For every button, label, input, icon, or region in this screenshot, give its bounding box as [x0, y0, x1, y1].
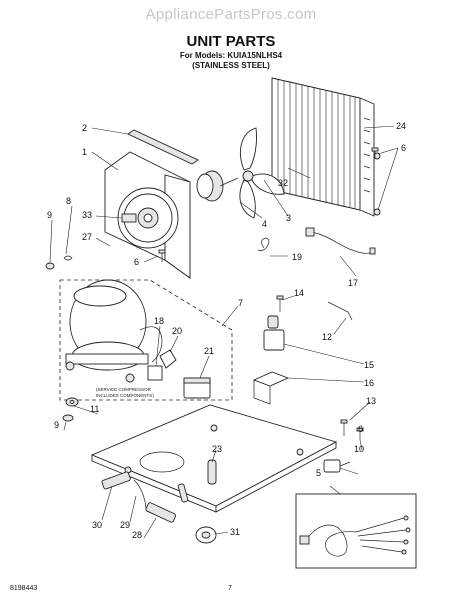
callout-23: 23	[212, 444, 222, 454]
watermark: AppliancePartsPros.com	[145, 6, 317, 23]
page-title: UNIT PARTS	[186, 33, 276, 50]
compressor-note-1: (SERVICE COMPRESSOR	[96, 387, 152, 392]
callout-9-top: 9	[47, 210, 52, 220]
callout-13: 13	[366, 396, 376, 406]
callouts: 2 1 24 6 32 3 4 8 9 33 27 6 19 17 7 18 2…	[47, 121, 406, 540]
document-number: 8198443	[10, 585, 38, 592]
wire-harness-17	[305, 227, 376, 255]
clip-8	[63, 255, 73, 261]
thermostat-15	[263, 315, 285, 351]
bracket-16	[252, 371, 290, 405]
screw-13	[340, 419, 348, 436]
callout-10: 10	[354, 444, 364, 454]
callout-8: 8	[66, 196, 71, 206]
grommet-11	[65, 397, 79, 407]
page-number: 7	[228, 585, 232, 592]
callout-2: 2	[82, 123, 87, 133]
callout-9-bottom: 9	[54, 420, 59, 430]
fan-shroud	[104, 151, 191, 279]
models-caption: For Models: KUIA15NLHS4 (STAINLESS STEEL…	[120, 51, 342, 71]
relay-18	[147, 365, 163, 381]
callout-33: 33	[82, 210, 92, 220]
leader-lines	[49, 125, 399, 539]
shroud-gasket	[127, 129, 199, 165]
wheel-31	[195, 526, 217, 544]
callout-5: 5	[316, 468, 321, 478]
switch-10	[323, 459, 351, 473]
callout-6-fan: 6	[134, 257, 139, 267]
condenser-coil	[271, 77, 381, 217]
power-cord-5	[295, 493, 417, 569]
callout-29: 29	[120, 520, 130, 530]
callout-24: 24	[396, 121, 406, 131]
fan-blade	[239, 127, 285, 219]
callout-7: 7	[238, 298, 243, 308]
models-line: For Models: KUIA15NLHS4	[179, 51, 283, 60]
callout-30: 30	[92, 520, 102, 530]
callout-14: 14	[294, 288, 304, 298]
callout-1: 1	[82, 147, 87, 157]
overload-20	[159, 349, 177, 369]
callout-27: 27	[82, 232, 92, 242]
tube-12	[327, 301, 353, 321]
callout-11: 11	[90, 404, 99, 414]
callout-15: 15	[364, 360, 374, 370]
callout-19: 19	[292, 252, 302, 262]
callout-4: 4	[262, 219, 267, 229]
clamp-19	[257, 237, 270, 252]
screw-6-coil	[371, 147, 379, 158]
screw-14	[276, 295, 284, 312]
callout-12: 12	[322, 332, 332, 342]
callout-6-coil: 6	[401, 143, 406, 153]
screw-6-fan	[158, 249, 166, 262]
callout-20: 20	[172, 326, 182, 336]
finish-line: (STAINLESS STEEL)	[192, 61, 270, 70]
fan-motor	[196, 170, 239, 202]
screw-6-base	[356, 427, 364, 440]
callout-18: 18	[154, 316, 164, 326]
callout-6-base: 6	[358, 424, 363, 434]
callout-31: 31	[230, 527, 240, 537]
callout-3: 3	[286, 213, 291, 223]
callout-21: 21	[204, 346, 214, 356]
callout-16: 16	[364, 378, 374, 388]
compressor-note-2: INCLUDES COMPONENTS)	[96, 393, 154, 398]
washer-9-top	[45, 262, 55, 270]
callout-28: 28	[132, 530, 142, 540]
callout-32: 32	[278, 178, 288, 188]
compressor-group: (SERVICE COMPRESSOR INCLUDES COMPONENTS)	[59, 279, 233, 401]
callout-17: 17	[348, 278, 358, 288]
capacitor-21	[183, 377, 211, 399]
washer-9-bottom	[62, 414, 74, 422]
